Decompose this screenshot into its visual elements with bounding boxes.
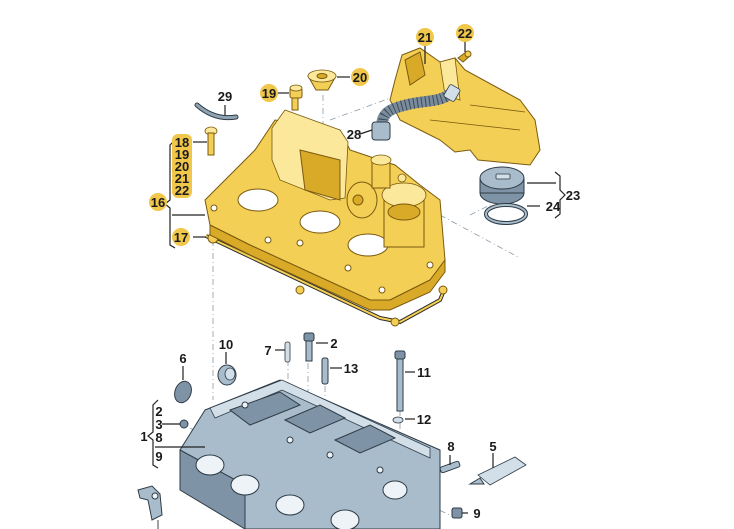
callout-18[interactable]: 18: [175, 135, 189, 150]
svg-text:11: 11: [417, 365, 431, 380]
oil-filler-cap-part-23[interactable]: [479, 166, 525, 205]
svg-text:7: 7: [264, 343, 271, 358]
bolt-part-11[interactable]: [394, 350, 406, 412]
cylinder-head-cover-part-16[interactable]: [204, 87, 446, 311]
callout-8-group[interactable]: 8: [155, 430, 162, 445]
hose-part-29[interactable]: [194, 102, 239, 121]
plug-part-19[interactable]: [289, 84, 303, 99]
plug-part-3[interactable]: [179, 419, 189, 429]
svg-text:28: 28: [347, 127, 361, 142]
callout-19[interactable]: 19: [260, 84, 278, 102]
svg-text:23: 23: [566, 188, 580, 203]
plug-part-9[interactable]: [451, 507, 463, 519]
svg-text:12: 12: [417, 412, 431, 427]
callout-6[interactable]: 6: [179, 351, 186, 366]
sealing-ring-part-24[interactable]: [484, 203, 528, 225]
svg-text:3: 3: [155, 417, 162, 432]
callout-21-group[interactable]: 21: [175, 171, 189, 186]
svg-text:19: 19: [175, 147, 189, 162]
svg-text:24: 24: [546, 199, 561, 214]
svg-text:21: 21: [175, 171, 189, 186]
callout-2-bolt[interactable]: 2: [330, 336, 337, 351]
cap-part-20[interactable]: [307, 69, 337, 91]
svg-text:13: 13: [344, 361, 358, 376]
callout-10[interactable]: 10: [219, 337, 233, 352]
svg-text:29: 29: [218, 89, 232, 104]
breather-hose-part-28[interactable]: [371, 84, 461, 141]
callout-12[interactable]: 12: [417, 412, 431, 427]
svg-text:16: 16: [151, 195, 165, 210]
bolt-part-18[interactable]: [204, 126, 218, 156]
svg-text:5: 5: [489, 439, 496, 454]
svg-text:6: 6: [179, 351, 186, 366]
leader-lines: [155, 40, 556, 514]
svg-text:1: 1: [140, 429, 147, 444]
callout-13[interactable]: 13: [344, 361, 358, 376]
callout-9-group[interactable]: 9: [155, 449, 162, 464]
callout-2-group[interactable]: 2: [155, 404, 162, 419]
svg-text:17: 17: [174, 230, 188, 245]
callout-8[interactable]: 8: [447, 439, 454, 454]
svg-text:8: 8: [447, 439, 454, 454]
callout-17[interactable]: 17: [172, 228, 190, 246]
screw-part-22[interactable]: [457, 50, 472, 63]
callout-7[interactable]: 7: [264, 343, 271, 358]
callout-21[interactable]: 21: [416, 28, 434, 46]
callout-19-group[interactable]: 19: [175, 147, 189, 162]
seal-part-10[interactable]: [217, 364, 237, 386]
cover-gasket-part-17[interactable]: [205, 232, 448, 327]
svg-text:2: 2: [155, 404, 162, 419]
svg-text:2: 2: [330, 336, 337, 351]
callout-28[interactable]: 28: [347, 127, 361, 142]
group-16-member-list: 18 19 20 21 22: [172, 134, 192, 198]
callout-1[interactable]: 1: [140, 429, 147, 444]
svg-text:20: 20: [353, 70, 367, 85]
cylinder-head-part-1[interactable]: [179, 379, 441, 529]
svg-text:22: 22: [175, 183, 189, 198]
dowel-part-7[interactable]: [284, 341, 291, 363]
bolt-part-2[interactable]: [303, 332, 315, 362]
stud-part-8[interactable]: [439, 460, 461, 474]
svg-text:10: 10: [219, 337, 233, 352]
svg-text:22: 22: [458, 26, 472, 41]
callout-22-group[interactable]: 22: [175, 183, 189, 198]
svg-text:9: 9: [473, 506, 480, 521]
cover-cap-part-6[interactable]: [172, 379, 195, 405]
callout-20-group[interactable]: 20: [175, 159, 189, 174]
svg-text:21: 21: [418, 30, 432, 45]
svg-text:20: 20: [175, 159, 189, 174]
callout-23[interactable]: 23: [566, 188, 580, 203]
callout-22[interactable]: 22: [456, 24, 474, 42]
callout-16[interactable]: 16: [149, 193, 167, 211]
callout-5[interactable]: 5: [489, 439, 496, 454]
svg-text:8: 8: [155, 430, 162, 445]
callout-20[interactable]: 20: [351, 68, 369, 86]
bracket[interactable]: [137, 485, 163, 529]
callout-24[interactable]: 24: [546, 199, 561, 214]
washer-part-12[interactable]: [392, 416, 404, 424]
svg-text:18: 18: [175, 135, 189, 150]
svg-text:9: 9: [155, 449, 162, 464]
stud-part-13[interactable]: [321, 357, 329, 385]
callout-9[interactable]: 9: [473, 506, 480, 521]
callout-11[interactable]: 11: [417, 365, 431, 380]
sealant-tube-part-5[interactable]: [468, 456, 527, 486]
svg-text:19: 19: [262, 86, 276, 101]
callout-3[interactable]: 3: [155, 417, 162, 432]
callout-29[interactable]: 29: [218, 89, 232, 104]
